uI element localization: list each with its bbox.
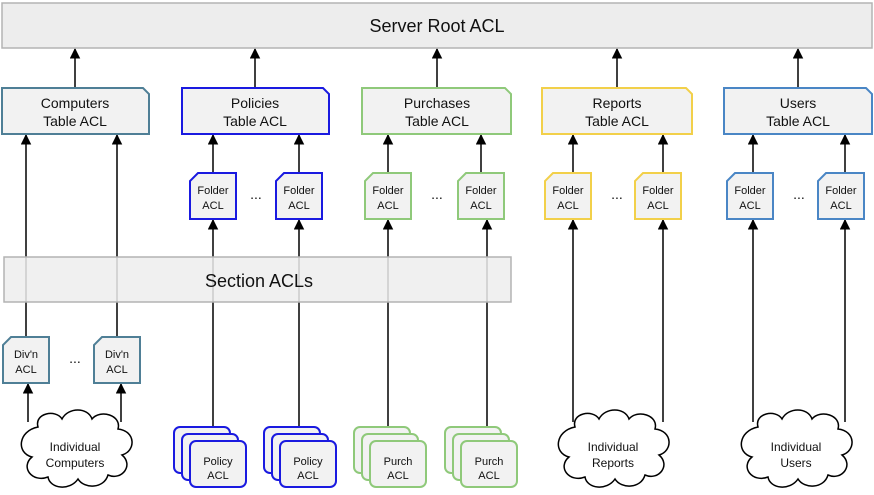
- division-ellipsis: ...: [69, 350, 81, 366]
- division-acl-line1: Div'n: [105, 349, 129, 361]
- server-root-acl: Server Root ACL: [1, 2, 873, 49]
- division-acl-nodes: Div'n ACL ... Div'n ACL: [2, 336, 141, 384]
- purch-acl-line2: ACL: [387, 470, 408, 482]
- individual-reports-cloud: Individual Reports: [557, 409, 670, 488]
- folder-acl-line2: ACL: [739, 200, 760, 212]
- stack-card-3: [279, 440, 337, 488]
- policy-acl-line2: ACL: [297, 470, 318, 482]
- purch-acl-line2: ACL: [478, 470, 499, 482]
- policy-acl-line1: Policy: [203, 456, 233, 468]
- purch-acl-line1: Purch: [475, 456, 504, 468]
- folder-acl-line2: ACL: [470, 200, 491, 212]
- reports-table-acl: Reports Table ACL: [541, 87, 693, 135]
- folder-acl-line1: Folder: [465, 185, 497, 197]
- policies-folder-acl-2: Folder ACL: [275, 172, 323, 220]
- computers-table-line1: Computers: [41, 95, 109, 111]
- users-cloud-line2: Users: [780, 456, 811, 470]
- division-acl-line2: ACL: [15, 364, 36, 376]
- server-root-label: Server Root ACL: [369, 16, 504, 36]
- reports-folder-acl-1: Folder ACL: [544, 172, 592, 220]
- policy-acl-stack-2: Policy ACL: [263, 426, 337, 488]
- item-acl-stacks: Policy ACL Policy ACL Purch ACL Purch AC…: [173, 426, 518, 488]
- users-folder-ellipsis: ...: [793, 186, 805, 202]
- users-table-line2: Table ACL: [766, 113, 830, 129]
- purchases-folder-acl-1: Folder ACL: [364, 172, 412, 220]
- stack-card-3: [369, 440, 427, 488]
- folder-acl-line2: ACL: [377, 200, 398, 212]
- folder-acl-line2: ACL: [288, 200, 309, 212]
- reports-folder-ellipsis: ...: [611, 186, 623, 202]
- purch-acl-stack-1: Purch ACL: [353, 426, 427, 488]
- division-acl-1: Div'n ACL: [2, 336, 50, 384]
- policies-table-acl: Policies Table ACL: [181, 87, 330, 135]
- division-acl-line2: ACL: [106, 364, 127, 376]
- division-acl-line1: Div'n: [14, 349, 38, 361]
- policy-acl-line2: ACL: [207, 470, 228, 482]
- folder-acl-line1: Folder: [197, 185, 229, 197]
- folder-acl-line2: ACL: [202, 200, 223, 212]
- reports-table-line2: Table ACL: [585, 113, 649, 129]
- policy-acl-line1: Policy: [293, 456, 323, 468]
- individual-users-cloud: Individual Users: [740, 409, 853, 488]
- folder-acl-nodes: Folder ACL ... Folder ACL Folder ACL ...…: [189, 172, 865, 220]
- reports-cloud-line1: Individual: [588, 440, 639, 454]
- stack-card-3: [189, 440, 247, 488]
- purchases-table-acl: Purchases Table ACL: [361, 87, 512, 135]
- reports-folder-acl-2: Folder ACL: [634, 172, 682, 220]
- purch-acl-stack-2: Purch ACL: [444, 426, 518, 488]
- folder-acl-line1: Folder: [552, 185, 584, 197]
- folder-acl-line1: Folder: [642, 185, 674, 197]
- purchases-table-line1: Purchases: [404, 95, 470, 111]
- policies-folder-ellipsis: ...: [250, 186, 262, 202]
- section-acls-label: Section ACLs: [205, 271, 313, 291]
- folder-acl-line1: Folder: [825, 185, 857, 197]
- computers-cloud-line1: Individual: [50, 440, 101, 454]
- users-folder-acl-2: Folder ACL: [817, 172, 865, 220]
- section-acls: Section ACLs: [3, 256, 512, 303]
- reports-cloud-line2: Reports: [592, 456, 634, 470]
- folder-acl-line1: Folder: [734, 185, 766, 197]
- users-table-line1: Users: [780, 95, 817, 111]
- users-folder-acl-1: Folder ACL: [726, 172, 774, 220]
- computers-cloud-line2: Computers: [46, 456, 105, 470]
- folder-acl-line1: Folder: [283, 185, 315, 197]
- users-cloud-line1: Individual: [771, 440, 822, 454]
- table-acl-nodes: Computers Table ACL Policies Table ACL P…: [1, 87, 873, 135]
- purchases-table-line2: Table ACL: [405, 113, 469, 129]
- division-acl-2: Div'n ACL: [93, 336, 141, 384]
- purchases-folder-ellipsis: ...: [431, 186, 443, 202]
- purchases-folder-acl-2: Folder ACL: [457, 172, 505, 220]
- arrows-layer: [20, 47, 851, 427]
- individual-computers-cloud: Individual Computers: [20, 409, 133, 488]
- folder-acl-line2: ACL: [647, 200, 668, 212]
- policies-table-line2: Table ACL: [223, 113, 287, 129]
- stack-card-3: [460, 440, 518, 488]
- users-table-acl: Users Table ACL: [723, 87, 873, 135]
- folder-acl-line1: Folder: [372, 185, 404, 197]
- purch-acl-line1: Purch: [384, 456, 413, 468]
- policies-folder-acl-1: Folder ACL: [189, 172, 237, 220]
- folder-acl-line2: ACL: [830, 200, 851, 212]
- cloud-nodes: Individual Computers Individual Reports …: [20, 409, 853, 488]
- folder-acl-line2: ACL: [557, 200, 578, 212]
- policies-table-line1: Policies: [231, 95, 279, 111]
- computers-table-line2: Table ACL: [43, 113, 107, 129]
- computers-table-acl: Computers Table ACL: [1, 87, 150, 135]
- policy-acl-stack-1: Policy ACL: [173, 426, 247, 488]
- reports-table-line1: Reports: [592, 95, 641, 111]
